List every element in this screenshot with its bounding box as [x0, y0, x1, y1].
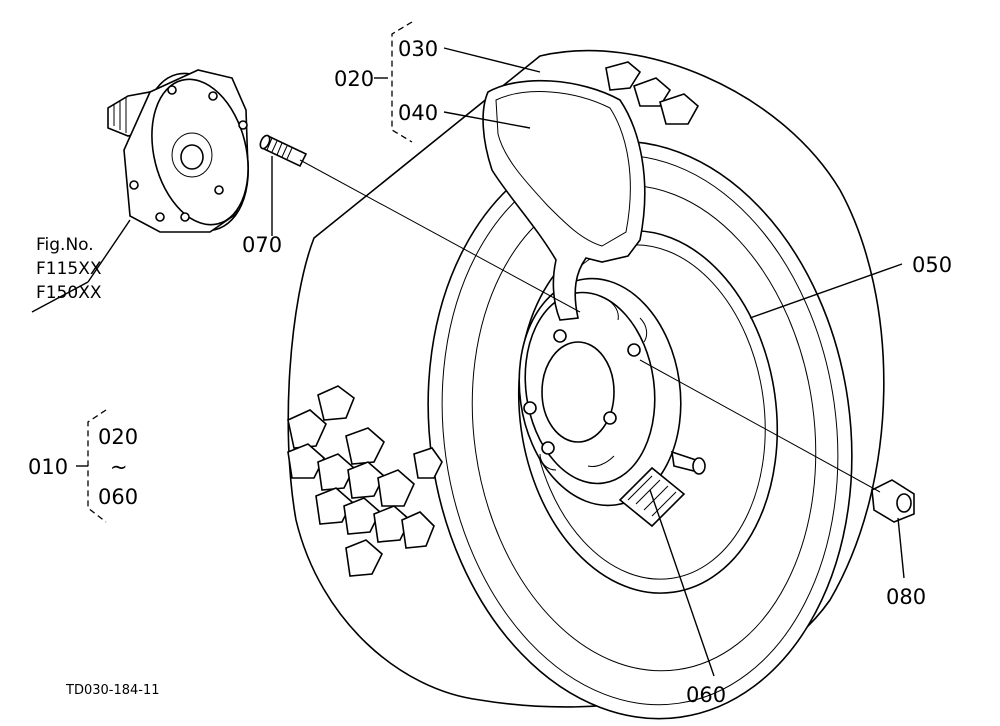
rim-050: [482, 79, 779, 594]
callout-030: 030: [398, 37, 438, 61]
callout-060: 060: [686, 683, 726, 707]
fig-ref-f150xx: F150XX: [36, 283, 102, 303]
tire-tread-blocks: [287, 385, 443, 577]
callout-050: 050: [912, 253, 952, 277]
range-end: 060: [98, 485, 138, 509]
valve-stem: [671, 450, 706, 475]
callout-010: 010: [28, 455, 68, 479]
callout-080: 080: [886, 585, 926, 609]
wheel-hub-flange: [107, 69, 250, 233]
callout-020: 020: [334, 67, 374, 91]
wheel-nut-080: [871, 479, 915, 523]
stud-bolt-070: [259, 134, 308, 168]
callout-040: 040: [398, 101, 438, 125]
drawing-code: TD030-184-11: [65, 683, 160, 698]
callout-070: 070: [242, 233, 282, 257]
fig-ref-f115xx: F115XX: [36, 259, 102, 279]
range-start: 020: [98, 425, 138, 449]
range-tilde: ~: [110, 455, 128, 479]
leader-lines: [31, 21, 905, 677]
fig-ref-title: Fig.No.: [36, 235, 94, 255]
